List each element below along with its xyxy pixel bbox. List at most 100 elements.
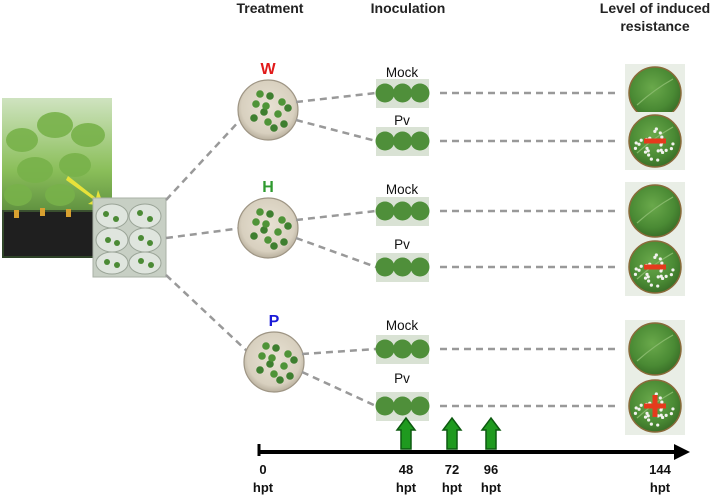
lesion-speck — [660, 261, 664, 265]
inoculated-leaf-disc — [410, 83, 430, 103]
inoculated-leaf-disc — [375, 201, 395, 221]
inoculation-label: Pv — [394, 237, 410, 252]
lesion-speck — [633, 146, 638, 150]
lesion-speck — [639, 403, 643, 407]
leaf-disc-dot — [258, 352, 266, 360]
leaf-disc-dot — [256, 90, 264, 98]
inoculation-leaf-disc-box — [375, 335, 430, 364]
timeline-tick-value: 0 — [259, 462, 266, 477]
lesion-speck — [649, 283, 653, 287]
inoculated-leaf-disc — [393, 257, 412, 277]
lesion-speck — [658, 257, 662, 261]
leaf-disc-dot — [280, 238, 288, 246]
inoculated-leaf-disc — [375, 257, 395, 277]
treatment-header: Treatment — [237, 0, 304, 16]
leaf-disc-dot — [274, 228, 282, 236]
inoculation-leaf-disc-box — [375, 197, 430, 226]
leaf-disc-dot — [272, 344, 280, 352]
timeline-tick-value: 48 — [399, 462, 413, 477]
inoculated-leaf-disc — [393, 339, 412, 359]
inoculation-leaf-disc-box — [375, 127, 430, 156]
timeline-tick-unit: hpt — [253, 480, 274, 495]
result-leaf — [628, 66, 682, 120]
lesion-speck — [671, 268, 675, 272]
leaf-disc-dot — [256, 208, 264, 216]
treatment-label: W — [260, 61, 276, 78]
inoculated-leaf-disc — [375, 339, 395, 359]
lesion-speck — [649, 157, 653, 161]
result-leaf — [628, 322, 682, 376]
inoculated-leaf-disc — [375, 83, 395, 103]
inoculation-header: Inoculation — [371, 0, 446, 16]
lesion-speck — [653, 255, 657, 260]
sampling-up-arrow-icon — [395, 416, 417, 450]
result-leaf — [628, 184, 682, 238]
leaf-disc-tray — [92, 197, 167, 278]
lesion-speck — [664, 274, 668, 278]
leaf-disc-dot — [284, 350, 292, 358]
lesion-speck — [654, 127, 658, 131]
dish-to-inoculation-connector — [301, 347, 377, 356]
lesion-speck — [659, 148, 663, 152]
inoculated-leaf-disc — [410, 257, 430, 277]
lesion-speck — [645, 272, 649, 276]
lesion-speck — [671, 142, 675, 146]
leaf-disc-dot — [264, 236, 272, 244]
leaf-disc-dot — [280, 120, 288, 128]
lesion-speck — [664, 413, 668, 417]
leaf-disc-dot — [250, 114, 258, 122]
inoculated-leaf-disc — [393, 83, 412, 103]
dish-to-inoculation-connector — [301, 370, 377, 408]
result-leaf-disc-pv — [625, 238, 685, 296]
resistance-header-line2: resistance — [620, 18, 689, 34]
leaf-disc-dot — [266, 210, 274, 218]
lesion-speck — [637, 407, 641, 411]
leaf-disc-dot — [286, 372, 294, 380]
timeline-tick-value: 96 — [484, 462, 498, 477]
result-leaf-disc-pv — [625, 377, 685, 435]
lesion-speck — [659, 274, 663, 278]
tray-to-dish-connector — [165, 226, 243, 240]
leaf-disc-dot — [262, 342, 270, 350]
lesion-speck — [656, 275, 660, 279]
lesion-speck — [633, 272, 638, 276]
leaf-disc-dot — [270, 242, 278, 250]
leaf-disc-dot — [278, 216, 286, 224]
resistance-header-line1: Level of induced — [600, 0, 710, 16]
sampling-up-arrow-icon — [441, 416, 463, 450]
inoculated-leaf-disc — [410, 131, 430, 151]
leaf-disc-dot — [250, 232, 258, 240]
lesion-speck — [653, 129, 657, 134]
leaf-disc-dot — [260, 226, 268, 234]
tray-to-dish-connector — [165, 274, 249, 353]
leaf-disc-dot — [278, 98, 286, 106]
inoculation-leaf-disc-box — [375, 253, 430, 282]
leaf-disc-dot — [280, 362, 288, 370]
dish-to-inoculation-connector — [295, 236, 377, 269]
result-leaf-disc-mock — [625, 182, 685, 240]
lesion-speck — [633, 411, 638, 415]
lesion-speck — [647, 279, 651, 283]
lesion-speck — [656, 149, 660, 153]
inoculated-leaf-disc — [393, 201, 412, 221]
leaf-vein — [636, 78, 674, 106]
leaf-disc-dot — [276, 376, 284, 384]
lesion-speck — [639, 138, 643, 142]
inoculated-leaf-disc — [375, 131, 395, 151]
lesion-speck — [645, 146, 649, 150]
lesion-speck — [658, 396, 662, 400]
leaf-disc-dot — [260, 108, 268, 116]
inoculation-label: Pv — [394, 113, 410, 128]
timeline-tick-value: 144 — [649, 462, 671, 477]
leaf-disc-dot — [284, 222, 292, 230]
plus-icon-vertical — [652, 395, 658, 417]
result-leaf-disc-pv — [625, 112, 685, 170]
inoculated-leaf-disc — [393, 131, 412, 151]
inoculated-leaf-disc — [410, 396, 430, 416]
lesion-speck — [639, 264, 643, 268]
leaf-disc-dot — [262, 220, 270, 228]
